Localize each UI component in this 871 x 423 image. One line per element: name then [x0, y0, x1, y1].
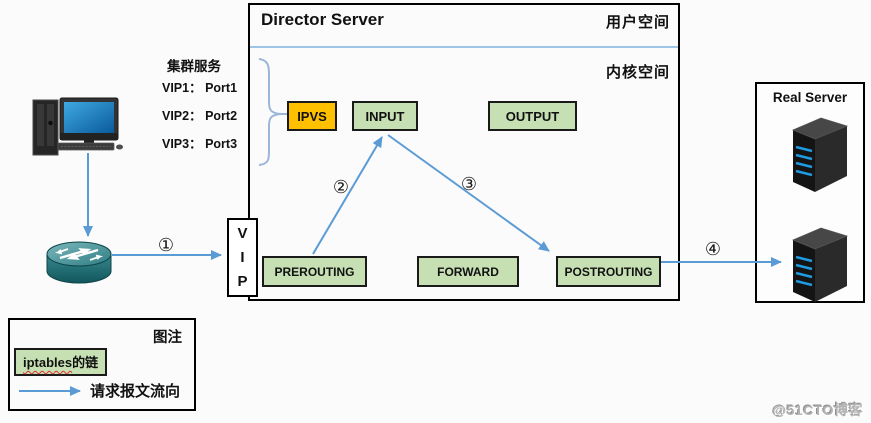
cluster-service-title: 集群服务 — [167, 59, 221, 74]
real-server-title: Real Server — [772, 90, 848, 105]
cluster-service-item: VIP3： Port3 — [162, 137, 238, 151]
legend-iptables-chain-sample: iptables的链 — [14, 348, 108, 376]
watermark: @51CTO博客 — [772, 402, 863, 418]
output-chain-box: OUTPUT — [488, 101, 577, 131]
vip-letter: P — [237, 272, 248, 290]
legend-flow-row: 请求报文流向 — [18, 380, 180, 401]
input-chain-box: INPUT — [352, 101, 418, 131]
legend-box: 图注 iptables的链 请求报文流向 — [8, 318, 196, 411]
flow-step-2: ② — [332, 177, 350, 198]
router-icon — [46, 241, 112, 284]
kernel-space-label: 内核空间 — [605, 64, 670, 81]
desktop-computer-icon — [32, 97, 123, 156]
director-server-box: Director Server 用户空间 内核空间 — [248, 3, 680, 301]
user-space-label: 用户空间 — [605, 14, 670, 31]
prerouting-chain-box: PREROUTING — [262, 256, 367, 287]
cluster-service-item: VIP2： Port2 — [162, 109, 238, 123]
request-flow-arrow-sample — [19, 385, 81, 396]
flow-step-4: ④ — [704, 239, 722, 260]
ipvs-box: IPVS — [287, 101, 337, 131]
flow-step-3: ③ — [460, 174, 478, 195]
legend-chain-label-zh: 的链 — [72, 355, 99, 370]
postrouting-chain-box: POSTROUTING — [556, 256, 661, 287]
cluster-service-item: VIP1： Port1 — [162, 81, 238, 95]
real-server-box: Real Server — [755, 82, 865, 303]
legend-title: 图注 — [153, 330, 182, 346]
vip-letter: V — [237, 224, 248, 242]
space-divider-line — [250, 46, 678, 48]
flow-step-1: ① — [157, 235, 175, 256]
forward-chain-box: FORWARD — [417, 256, 519, 287]
legend-flow-label: 请求报文流向 — [90, 383, 181, 400]
vip-letter: I — [240, 248, 245, 266]
vip-box: V I P — [227, 218, 258, 297]
legend-chain-label-en: iptables — [23, 355, 73, 370]
server-tower-icon — [791, 227, 849, 302]
director-server-title: Director Server — [261, 10, 384, 29]
server-tower-icon — [791, 117, 849, 192]
